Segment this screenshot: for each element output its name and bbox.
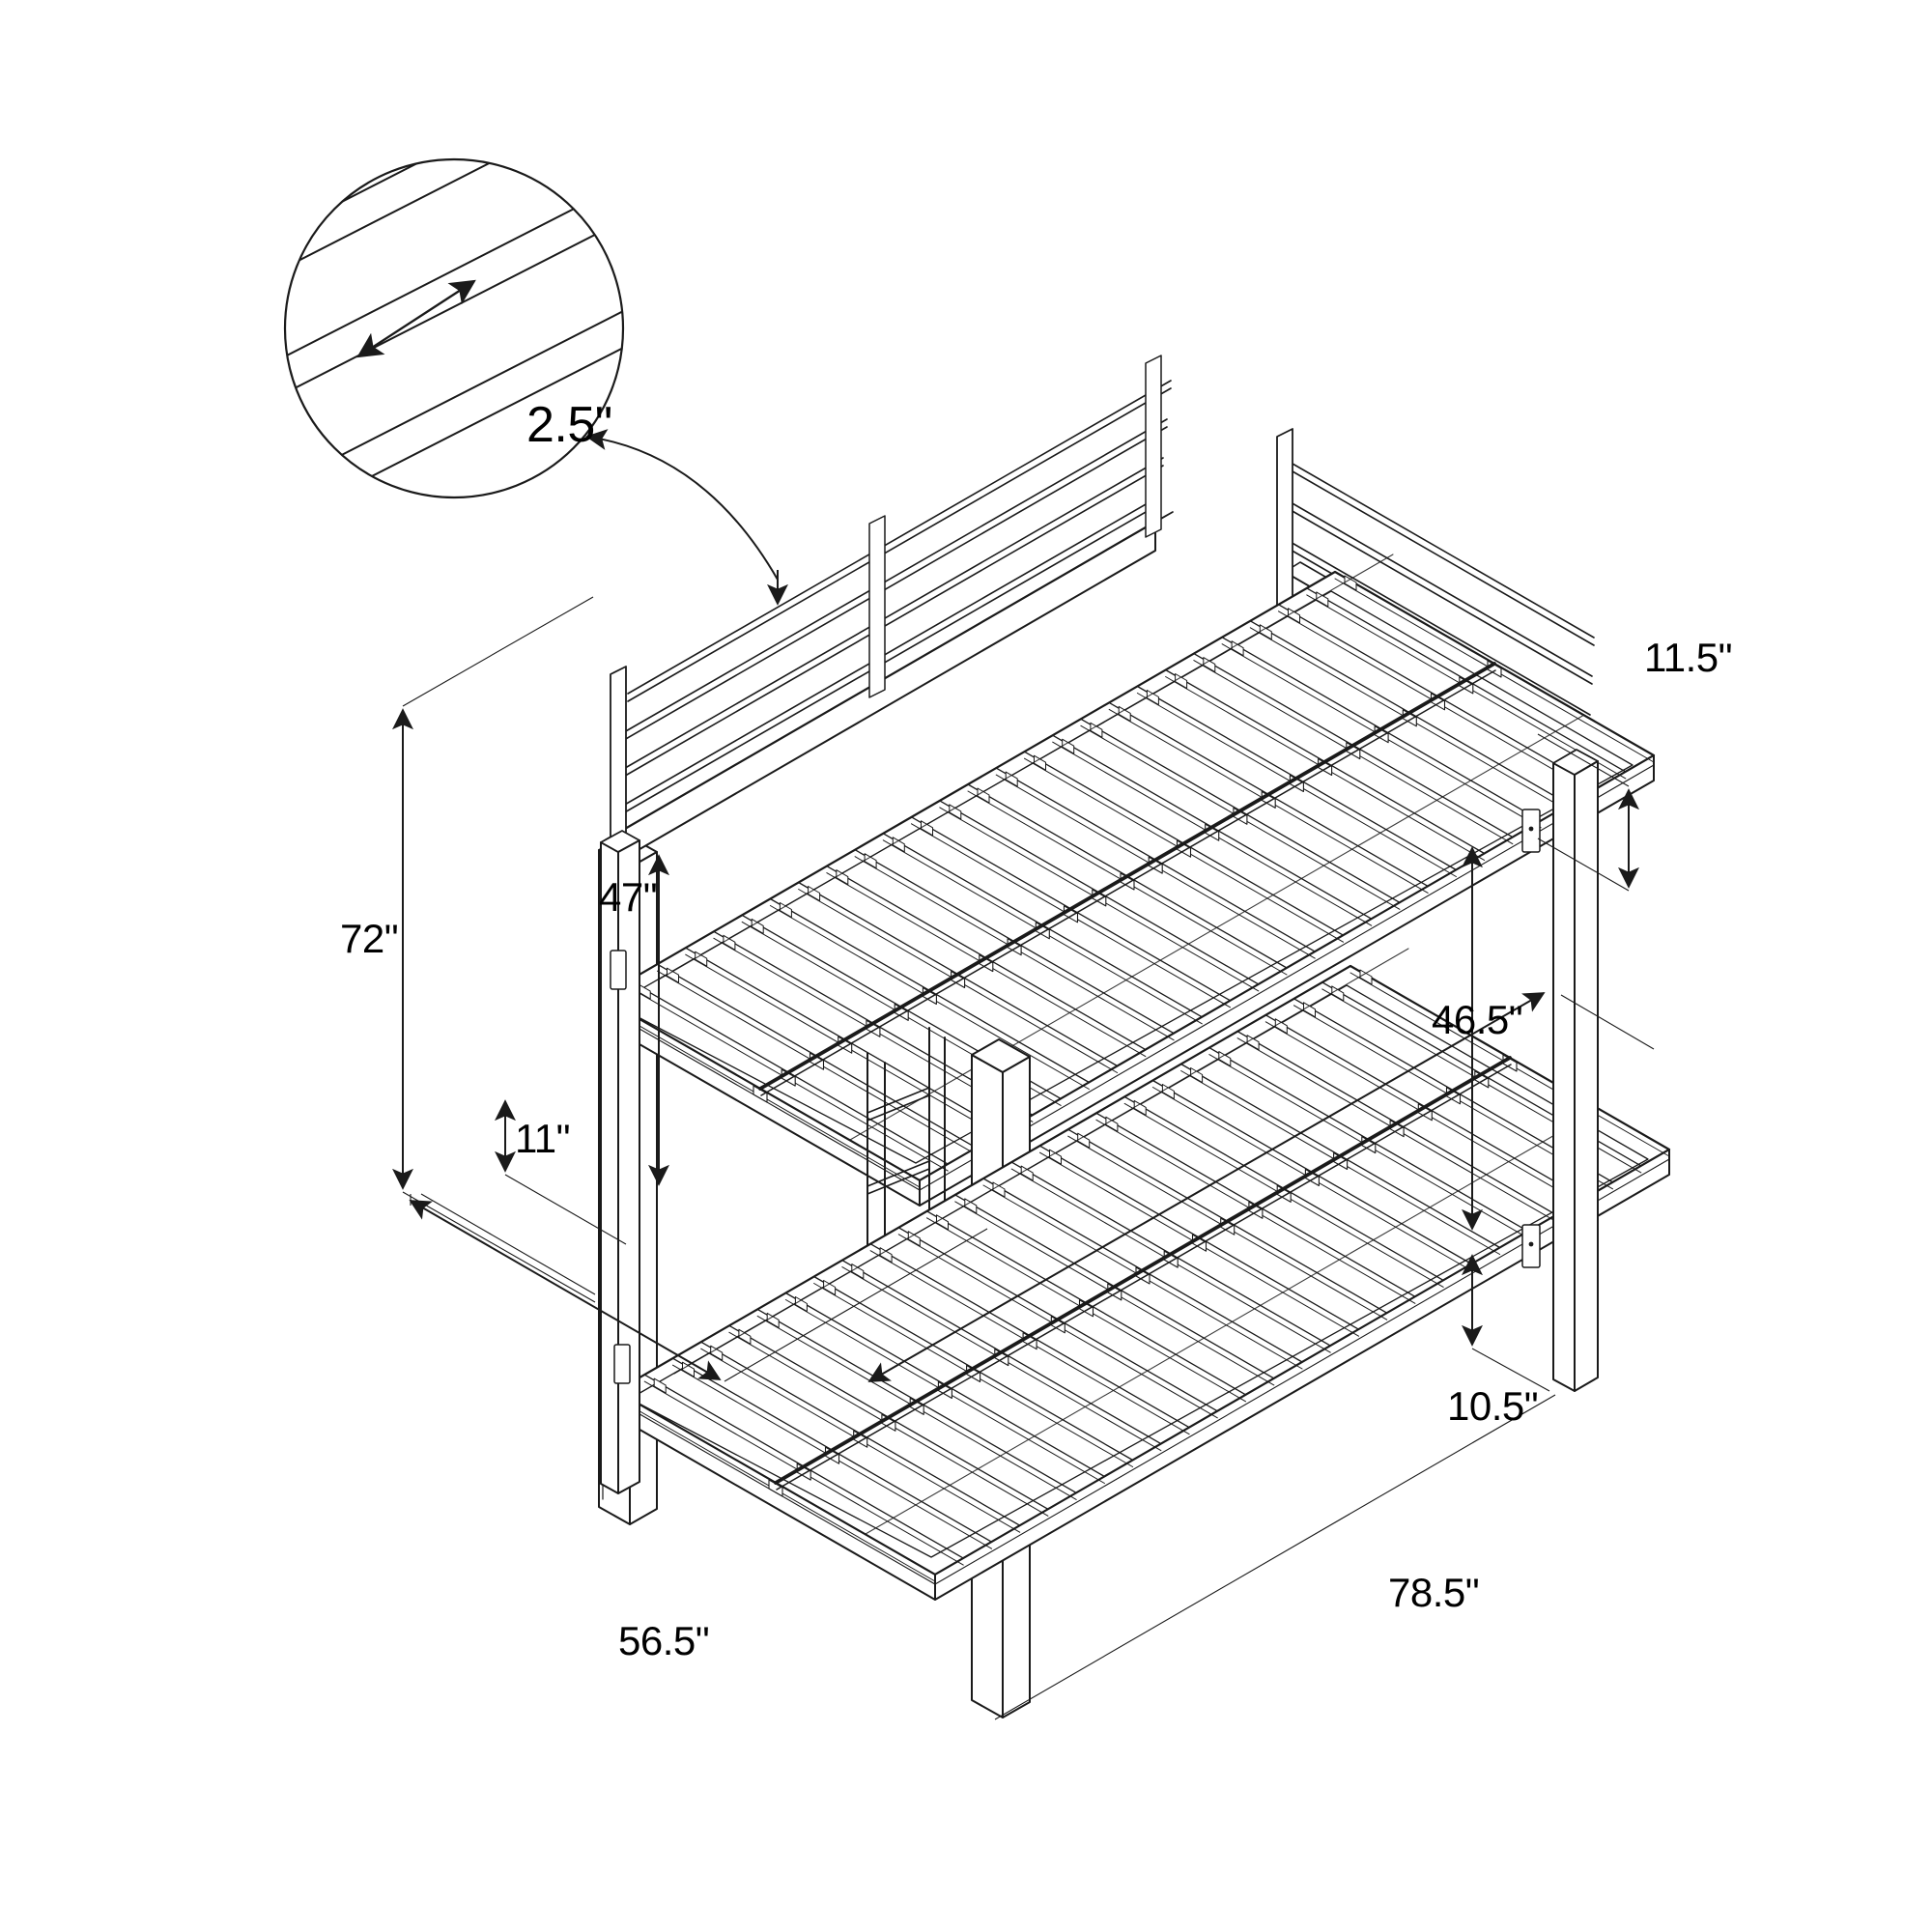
dim-label-lower-deck-right: 10.5": [1447, 1383, 1539, 1429]
detail-leader-line: [585, 429, 779, 581]
dim-label-slat-spacing: 2.5": [526, 397, 612, 453]
dimline-bed-length: [867, 992, 1546, 1382]
dim-label-bed-width: 56.5": [618, 1618, 710, 1663]
right-bracket-top: [1521, 809, 1541, 853]
dim-label-bunk-to-bunk: 46.5": [1432, 997, 1523, 1042]
dim-label-lower-deck-left: 11": [515, 1116, 571, 1161]
guardrail-rear-left: [604, 355, 1174, 870]
dimline-bed-width: [409, 1194, 722, 1380]
left-bracket-top: [610, 950, 627, 990]
detail-circle-outline: [283, 157, 625, 499]
left-bracket-bottom: [613, 1344, 631, 1384]
post-left-foot: [600, 830, 640, 1494]
dim-label-under-top-bunk: 47": [599, 874, 658, 920]
right-bracket-bottom: [1521, 1224, 1541, 1268]
footprint-guides: [420, 994, 1655, 1720]
dimline-guardrail-right: [1537, 733, 1639, 892]
dim-label-guardrail-right: 11.5": [1644, 635, 1733, 680]
post-right-rear: [1552, 749, 1599, 1392]
dimension-lines: [392, 596, 1655, 1720]
dim-label-overall-height: 72": [340, 916, 399, 961]
dim-label-bed-length: 78.5": [1388, 1570, 1480, 1615]
